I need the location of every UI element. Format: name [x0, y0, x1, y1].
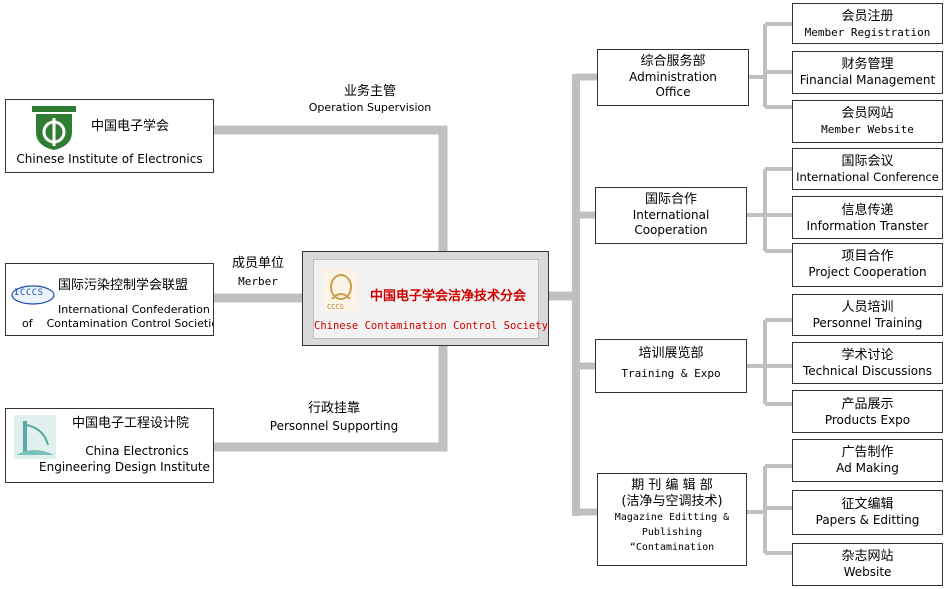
sub-information-transter-en: Information Transter	[806, 219, 929, 233]
cccs-logo-text: CCCS	[327, 303, 344, 311]
sub-products-expo-en: Products Expo	[824, 413, 911, 427]
cedi-logo	[14, 415, 56, 459]
sub-technical-discussions-en: Technical Discussions	[803, 364, 932, 378]
sub-project-cooperation: 项目合作 Project Cooperation	[792, 243, 943, 287]
dept-magazine-en2: Publishing	[641, 527, 703, 538]
sub-information-transter-zh: 信息传递	[841, 203, 894, 218]
sub-financial-management: 财务管理 Financial Management	[792, 51, 943, 94]
connector-cie	[214, 125, 448, 251]
icccs-name-en1: International Confederation	[58, 303, 210, 316]
sub-personnel-training-zh: 人员培训	[841, 300, 894, 315]
dept-international-en2: Cooperation	[634, 223, 708, 237]
sub-information-transter: 信息传递 Information Transter	[792, 196, 943, 239]
sub-papers-editting: 征文编辑 Papers & Editting	[792, 490, 943, 535]
relation-member-en: Merber	[238, 275, 278, 288]
sub-ad-making: 广告制作 Ad Making	[792, 439, 943, 482]
dept-magazine: 期 刊 编 辑 部 (洁净与空调技术) Magazine Editting & …	[597, 473, 747, 566]
cie-logo	[32, 106, 76, 150]
dept-administration-en2: Office	[655, 85, 691, 99]
sub-member-registration-en: Member Registration	[804, 26, 931, 39]
dept-magazine-zh1: 期 刊 编 辑 部	[631, 478, 713, 493]
dept-administration-en1: Administration	[629, 70, 717, 84]
dept-administration-zh: 综合服务部	[640, 54, 706, 69]
sub-financial-management-zh: 财务管理	[841, 57, 894, 72]
sub-products-expo-zh: 产品展示	[841, 397, 894, 412]
relation-member-zh: 成员单位	[231, 256, 284, 271]
cccs-logo	[324, 269, 357, 311]
sub-member-website-en: Member Website	[821, 123, 914, 136]
sub-personnel-training-en: Personnel Training	[812, 316, 923, 330]
dept-training-en: Training & Expo	[621, 367, 721, 380]
sub-technical-discussions-zh: 学术讨论	[841, 348, 894, 363]
sub-products-expo: 产品展示 Products Expo	[792, 390, 943, 433]
center-box: CCCS 中国电子学会洁净技术分会 Chinese Contamination …	[302, 251, 549, 346]
relation-personnel-zh: 行政挂靠	[307, 401, 360, 416]
sub-papers-editting-zh: 征文编辑	[841, 497, 894, 512]
box-cie: 中国电子学会 Chinese Institute of Electronics	[5, 99, 214, 173]
icccs-name-zh: 国际污染控制学会联盟	[58, 278, 189, 293]
sub-member-website: 会员网站 Member Website	[792, 100, 943, 143]
relation-supervision-en: Operation Supervision	[308, 101, 432, 114]
dept-magazine-zh2: (洁净与空调技术)	[621, 494, 723, 509]
dept-international: 国际合作 International Cooperation	[595, 187, 747, 244]
connector-cedi	[214, 346, 448, 452]
sub-international-conference-en: International Conference	[796, 170, 939, 184]
sub-ad-making-zh: 广告制作	[841, 445, 894, 460]
sub-international-conference: 国际会议 International Conference	[792, 148, 943, 190]
relation-personnel-en: Personnel Supporting	[269, 419, 399, 433]
cedi-name-en1: China Electronics	[85, 444, 189, 458]
sub-technical-discussions: 学术讨论 Technical Discussions	[792, 342, 943, 384]
cie-name-en: Chinese Institute of Electronics	[16, 152, 203, 166]
dept-training: 培训展览部 Training & Expo	[595, 339, 747, 393]
cie-name-zh: 中国电子学会	[91, 119, 170, 134]
dept-administration: 综合服务部 Administration Office	[597, 49, 749, 106]
sub-project-cooperation-en: Project Cooperation	[808, 265, 927, 279]
sub-financial-management-en: Financial Management	[799, 73, 936, 87]
relation-supervision: 业务主管 Operation Supervision	[300, 84, 440, 115]
relation-supervision-zh: 业务主管	[343, 84, 396, 99]
box-icccs: ICCCS 国际污染控制学会联盟 International Confedera…	[5, 263, 214, 336]
sub-member-website-zh: 会员网站	[841, 106, 894, 121]
sub-papers-editting-en: Papers & Editting	[815, 513, 920, 527]
sub-website: 杂志网站 Website	[792, 543, 943, 586]
center-box-inner: CCCS 中国电子学会洁净技术分会 Chinese Contamination …	[313, 259, 548, 339]
sub-international-conference-zh: 国际会议	[841, 154, 894, 169]
cedi-name-zh: 中国电子工程设计院	[72, 416, 190, 431]
dept-magazine-en3: “Contamination	[629, 542, 715, 553]
relation-personnel: 行政挂靠 Personnel Supporting	[264, 401, 404, 434]
sub-website-en: Website	[843, 565, 892, 579]
relation-member: 成员单位 Merber	[220, 256, 296, 289]
icccs-logo	[11, 285, 55, 305]
dept-training-zh: 培训展览部	[638, 346, 704, 361]
icccs-logo-text: ICCCS	[14, 288, 44, 298]
sub-project-cooperation-zh: 项目合作	[841, 249, 894, 264]
icccs-name-en2: of Contamination Control Societies	[22, 317, 214, 330]
sub-personnel-training: 人员培训 Personnel Training	[792, 294, 943, 336]
sub-website-zh: 杂志网站	[841, 549, 894, 564]
sub-ad-making-en: Ad Making	[836, 461, 899, 475]
cedi-name-en2: Engineering Design Institute	[39, 460, 210, 474]
center-name-zh: 中国电子学会洁净技术分会	[370, 289, 527, 304]
center-name-en: Chinese Contamination Control Society	[314, 320, 548, 332]
box-cedi: 中国电子工程设计院 China Electronics Engineering …	[5, 408, 214, 483]
dept-international-zh: 国际合作	[644, 192, 697, 207]
dept-international-en1: International	[632, 208, 710, 222]
sub-member-registration: 会员注册 Member Registration	[792, 3, 943, 44]
dept-magazine-en1: Magazine Editting &	[614, 512, 730, 523]
sub-member-registration-zh: 会员注册	[841, 9, 894, 24]
